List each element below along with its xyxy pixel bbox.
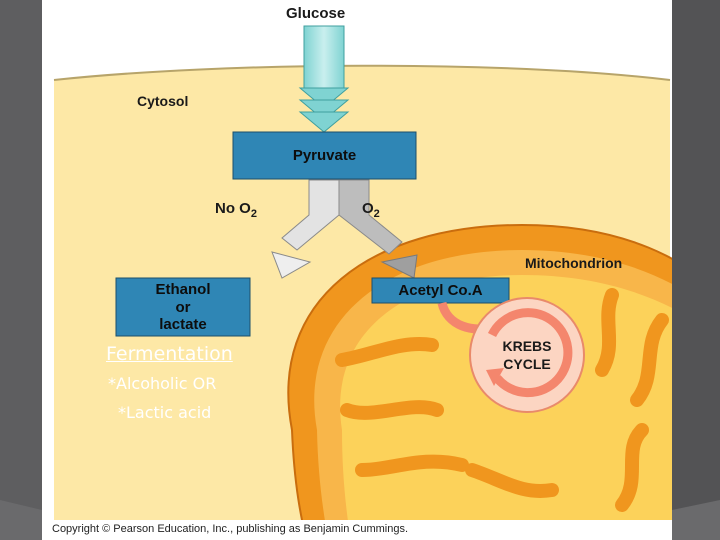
cell-membrane <box>53 64 671 81</box>
branch-arrows <box>271 179 418 279</box>
krebs-cycle-line-1: KREBS <box>502 338 552 354</box>
cytosol-label: Cytosol <box>137 93 189 109</box>
glucose-label: Glucose <box>286 5 346 22</box>
no-oxygen-text: No O <box>215 200 251 217</box>
fermentation-box-line-1: Ethanol <box>155 281 211 298</box>
fermentation-box-line-3: lactate <box>159 316 207 333</box>
pyruvate-label: Pyruvate <box>292 147 357 164</box>
copyright-text: Copyright © Pearson Education, Inc., pub… <box>52 523 409 535</box>
acetyl-coa-label: Acetyl Co.A <box>398 282 483 299</box>
oxygen-label: O2 <box>362 200 380 220</box>
no-oxygen-label: No O2 <box>215 200 257 220</box>
krebs-cycle-ring <box>487 308 573 398</box>
glucose-arrow <box>298 25 350 133</box>
fermentation-item-alcoholic: *Alcoholic OR <box>108 374 217 393</box>
pyruvate-box <box>232 131 417 180</box>
fermentation-box <box>115 277 251 337</box>
fermentation-heading: Fermentation <box>106 343 233 365</box>
oxygen-text: O <box>362 200 374 217</box>
mitochondrion-label: Mitochondrion <box>525 255 623 271</box>
acetyl-coa-box <box>371 277 510 304</box>
no-oxygen-subscript: 2 <box>250 208 257 220</box>
fermentation-box-line-2: or <box>175 299 191 316</box>
oxygen-subscript: 2 <box>373 208 380 220</box>
krebs-cycle-line-2: CYCLE <box>503 356 551 372</box>
cellular-respiration-diagram <box>42 25 672 540</box>
fermentation-item-lactic: *Lactic acid <box>118 403 212 422</box>
